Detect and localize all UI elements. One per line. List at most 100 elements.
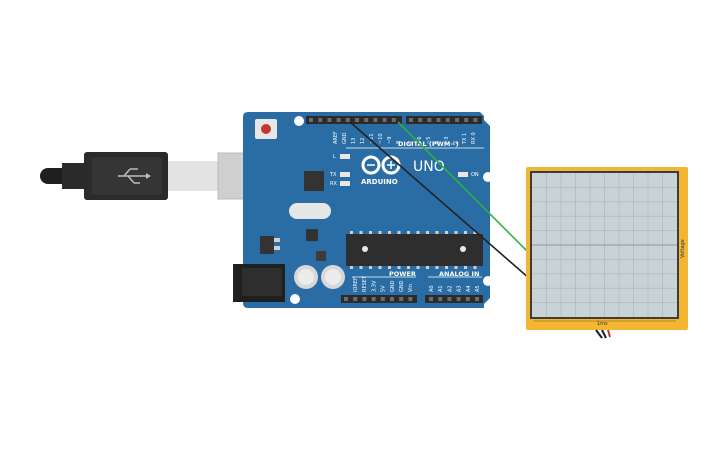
board-model: UNO: [413, 159, 445, 175]
pin-hole[interactable]: [382, 118, 387, 122]
usb-icon-arrow: [146, 173, 151, 179]
pin-hole[interactable]: [327, 118, 332, 122]
chip-leg: [378, 231, 382, 234]
pin-hole[interactable]: [418, 118, 423, 122]
digital-pin-label: 12: [360, 138, 366, 144]
digital-pin-label: ~11: [369, 133, 375, 144]
digital-pin-label: 2: [453, 141, 459, 144]
pin-hole[interactable]: [473, 118, 478, 122]
analog-pin-label: A3: [457, 285, 463, 292]
led-rx-label: RX: [330, 181, 337, 187]
oscilloscope-probes[interactable]: [595, 329, 611, 339]
pin-hole[interactable]: [355, 118, 359, 122]
chip-leg: [397, 266, 401, 269]
chip-leg: [435, 231, 439, 234]
power-pin-label: 5V: [381, 285, 387, 292]
analog-header[interactable]: [425, 295, 483, 303]
pin-hole[interactable]: [371, 297, 376, 301]
analog-pin-label: A5: [475, 285, 481, 292]
pin-hole[interactable]: [391, 118, 396, 122]
pin-hole[interactable]: [344, 297, 348, 301]
pin-hole[interactable]: [309, 118, 313, 122]
analog-pin-label: A0: [429, 285, 435, 292]
digital-header-right[interactable]: [406, 116, 482, 124]
usb-icon: [118, 168, 146, 184]
crystal-oscillator: [289, 203, 331, 219]
pin-hole[interactable]: [380, 297, 385, 301]
chip-dot-right: [460, 246, 466, 252]
mounting-hole-right-bottom: [483, 276, 493, 286]
pin-hole[interactable]: [455, 118, 459, 122]
digital-pin-label: 4: [435, 141, 441, 144]
pin-hole[interactable]: [345, 118, 350, 122]
pin-hole[interactable]: [409, 118, 413, 122]
pin-hole[interactable]: [464, 118, 469, 122]
pin-hole[interactable]: [438, 297, 443, 301]
chip-leg: [378, 266, 382, 269]
digital-pin-label: TX 1: [462, 133, 468, 145]
capacitor-right-top: [325, 269, 341, 285]
green-wire[interactable]: [397, 121, 531, 255]
pin-hole[interactable]: [465, 297, 470, 301]
pin-hole[interactable]: [353, 297, 358, 301]
pin-hole[interactable]: [429, 297, 433, 301]
pin-hole[interactable]: [390, 297, 394, 301]
capacitor-left-top: [298, 269, 314, 285]
digital-pin-label: 13: [351, 138, 357, 144]
chip-leg: [388, 231, 391, 234]
atmega-microcontroller: [346, 234, 483, 266]
digital-pin-label: 8: [396, 141, 402, 144]
pin-hole[interactable]: [336, 118, 341, 122]
pin-hole[interactable]: [436, 118, 441, 122]
usb-metal-shell: [168, 161, 218, 191]
pin-hole[interactable]: [373, 118, 378, 122]
mounting-hole-bottom-left: [290, 294, 300, 304]
led-rx: [340, 181, 350, 186]
digital-pin-label: ~10: [378, 133, 384, 144]
chip-leg: [359, 266, 363, 269]
power-header[interactable]: [341, 295, 417, 303]
black-wire[interactable]: [349, 121, 531, 280]
small-chip: [306, 229, 318, 241]
pin-hole[interactable]: [318, 118, 323, 122]
chip-leg: [464, 231, 467, 234]
probe-black: [595, 329, 603, 339]
chip-leg: [416, 231, 420, 234]
board-brand: ARDUINO: [361, 178, 398, 186]
pin-hole[interactable]: [447, 297, 452, 301]
pin-hole[interactable]: [399, 297, 404, 301]
pin-hole[interactable]: [445, 118, 450, 122]
mounting-hole-top-left: [294, 116, 304, 126]
digital-pin-label: AREF: [333, 131, 339, 144]
bottom-pin-holes: [344, 297, 479, 301]
pin-hole[interactable]: [475, 297, 479, 301]
usb-interface-chip: [304, 171, 324, 191]
pin-hole[interactable]: [362, 297, 367, 301]
pin-hole[interactable]: [408, 297, 413, 301]
oscilloscope[interactable]: 1ms Voltage: [526, 167, 688, 339]
digital-pin-label: ~6: [417, 137, 423, 144]
chip-leg: [426, 231, 429, 234]
led-on: [458, 172, 468, 177]
chip-leg: [369, 266, 372, 269]
chip-leg: [454, 231, 458, 234]
pin-hole[interactable]: [427, 118, 432, 122]
power-pin-label: IOREF: [353, 277, 359, 292]
chip-leg: [350, 231, 353, 234]
reset-button[interactable]: [261, 124, 271, 134]
digital-header-left[interactable]: [306, 116, 402, 124]
analog-header-label: ANALOG IN: [439, 270, 479, 278]
probe-black-2: [601, 329, 607, 339]
pin-hole[interactable]: [364, 118, 369, 122]
pin-hole[interactable]: [456, 297, 461, 301]
digital-pin-label: ~9: [387, 137, 393, 144]
small-component: [316, 251, 326, 261]
usb-cable[interactable]: [40, 152, 265, 200]
digital-pin-label: ~3: [444, 137, 450, 144]
analog-pin-label: A2: [447, 285, 453, 292]
